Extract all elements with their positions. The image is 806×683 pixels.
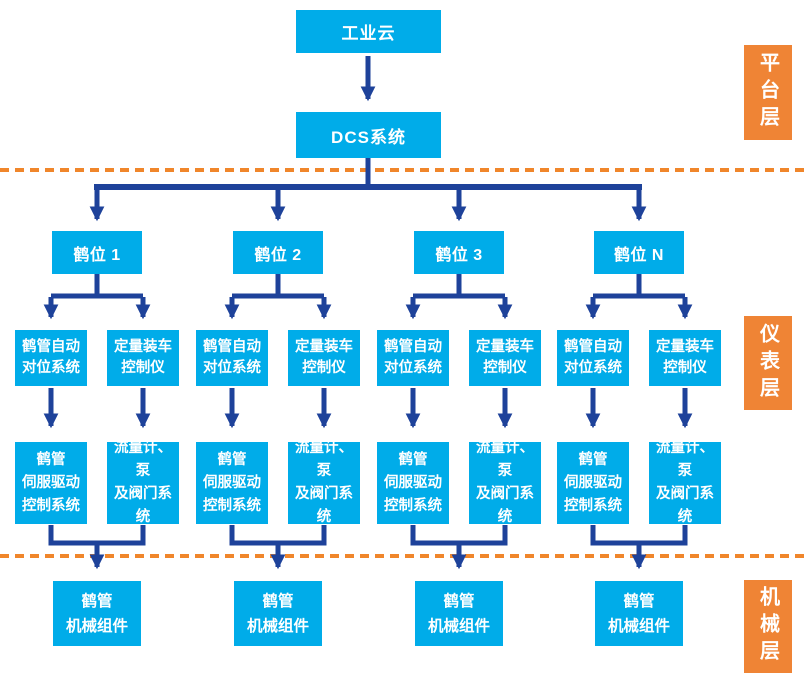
branch-connectors-2 [224, 272, 332, 570]
top-connectors [89, 56, 647, 222]
node-mechanical-2: 鹤管 机械组件 [234, 581, 322, 646]
split-tee [593, 272, 685, 299]
node-flow-pump-valve-n: 流量计、泵 及阀门系统 [649, 440, 721, 525]
node-dcs: DCS系统 [296, 112, 441, 158]
branch-connectors-1 [43, 272, 151, 570]
layer-label-instrument: 仪表层 [744, 316, 792, 410]
split-tee [51, 272, 143, 299]
node-station-3: 鹤位 3 [414, 231, 504, 274]
node-servo-drive-n: 鹤管 伺服驱动 控制系统 [557, 442, 629, 524]
node-servo-drive-2: 鹤管 伺服驱动 控制系统 [196, 442, 268, 524]
node-mechanical-1: 鹤管 机械组件 [53, 581, 141, 646]
node-servo-drive-1: 鹤管 伺服驱动 控制系统 [15, 442, 87, 524]
branch-connectors-4 [585, 272, 693, 570]
layer-label-platform: 平台层 [744, 45, 792, 140]
merge-bracket [410, 525, 508, 546]
merge-bracket [229, 525, 327, 546]
node-mechanical-n: 鹤管 机械组件 [595, 581, 683, 646]
node-auto-align-3: 鹤管自动 对位系统 [377, 330, 449, 386]
node-flow-pump-valve-2: 流量计、泵 及阀门系统 [288, 440, 360, 525]
node-auto-align-1: 鹤管自动 对位系统 [15, 330, 87, 386]
node-loading-controller-3: 定量装车 控制仪 [469, 330, 541, 386]
merge-bracket [48, 525, 146, 546]
split-tee [413, 272, 505, 299]
node-industrial-cloud: 工业云 [296, 10, 441, 53]
node-flow-pump-valve-3: 流量计、泵 及阀门系统 [469, 440, 541, 525]
node-loading-controller-2: 定量装车 控制仪 [288, 330, 360, 386]
node-station-2: 鹤位 2 [233, 231, 323, 274]
node-auto-align-n: 鹤管自动 对位系统 [557, 330, 629, 386]
node-station-n: 鹤位 N [594, 231, 684, 274]
merge-bracket [590, 525, 688, 546]
node-station-1: 鹤位 1 [52, 231, 142, 274]
node-loading-controller-1: 定量装车 控制仪 [107, 330, 179, 386]
node-auto-align-2: 鹤管自动 对位系统 [196, 330, 268, 386]
node-servo-drive-3: 鹤管 伺服驱动 控制系统 [377, 442, 449, 524]
node-mechanical-3: 鹤管 机械组件 [415, 581, 503, 646]
layer-label-mechanical: 机械层 [744, 580, 792, 673]
split-tee [232, 272, 324, 299]
branch-connectors-3 [405, 272, 513, 570]
node-loading-controller-n: 定量装车 控制仪 [649, 330, 721, 386]
node-flow-pump-valve-1: 流量计、泵 及阀门系统 [107, 440, 179, 525]
